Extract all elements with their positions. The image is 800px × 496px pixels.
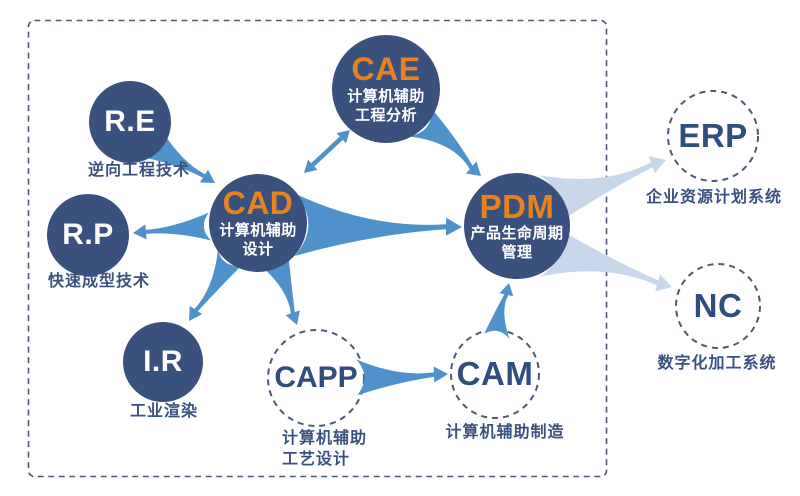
- node-rp-title: R.P: [62, 218, 114, 252]
- node-capp-dashed-circle: [267, 329, 365, 427]
- node-erp: ERP: [668, 91, 758, 181]
- node-pdm-title: PDM: [479, 187, 555, 225]
- label-capp: 计算机辅助 工艺设计: [282, 428, 367, 470]
- node-cad-subtitle-line2: 设计: [242, 240, 274, 258]
- label-erp: 企业资源计划系统: [645, 189, 782, 206]
- node-rp: R.P: [47, 194, 129, 276]
- arrow-cad-to-capp: [262, 257, 300, 325]
- node-erp-dashed-circle: [667, 90, 759, 182]
- arrow-cad-to-ir: [189, 250, 242, 321]
- node-capp: CAPP: [268, 330, 364, 426]
- label-capp-line1: 计算机辅助: [282, 430, 368, 447]
- arrow-pdm-to-nc: [540, 226, 672, 292]
- node-pdm-subtitle-line1: 产品生命周期: [470, 225, 564, 243]
- arrow-cae-to-pdm: [408, 109, 481, 176]
- node-re: R.E: [89, 81, 171, 163]
- node-capp-title: CAPP: [274, 361, 358, 395]
- label-capp-line2: 工艺设计: [282, 451, 351, 468]
- label-ir: 工业渲染: [129, 403, 198, 420]
- node-pdm-subtitle-line2: 管理: [501, 244, 533, 262]
- arrow-cam-to-pdm: [484, 283, 514, 340]
- node-pdm: PDM 产品生命周期 管理: [464, 173, 570, 279]
- label-cam: 计算机辅助制造: [445, 424, 565, 441]
- label-rp: 快速成型技术: [47, 273, 150, 290]
- node-re-title: R.E: [104, 105, 156, 139]
- label-re: 逆向工程技术: [87, 162, 190, 179]
- arrow-cad-to-cae-shaft: [311, 136, 343, 167]
- node-ir-title: I.R: [143, 345, 183, 379]
- arrow-cad-to-cae-head-forward: [336, 130, 350, 144]
- node-nc: NC: [676, 264, 760, 348]
- node-nc-dashed-circle: [675, 263, 761, 349]
- node-cae-subtitle-line2: 工程分析: [354, 106, 417, 124]
- node-cae: CAE 计算机辅助 工程分析: [332, 35, 440, 143]
- arrow-pdm-to-erp: [539, 156, 666, 225]
- node-cam-dashed-circle: [450, 329, 540, 419]
- node-cad-subtitle-line1: 计算机辅助: [219, 221, 297, 239]
- node-cae-subtitle-line1: 计算机辅助: [347, 87, 425, 105]
- node-ir: I.R: [123, 322, 203, 402]
- arrow-cad-to-cae-head-back: [304, 159, 318, 173]
- label-nc: 数字化加工系统: [657, 355, 777, 372]
- node-erp-title: ERP: [678, 116, 748, 154]
- arrow-cad-to-rp: [133, 212, 211, 241]
- node-cad-title: CAD: [222, 185, 294, 222]
- arrow-capp-to-cam: [356, 359, 448, 396]
- node-cam: CAM: [451, 330, 539, 418]
- arrow-cad-to-pdm: [294, 193, 462, 256]
- node-cam-title: CAM: [456, 354, 534, 392]
- node-nc-title: NC: [693, 286, 743, 324]
- node-cad: CAD 计算机辅助 设计: [209, 174, 307, 272]
- node-cae-title: CAE: [351, 51, 421, 88]
